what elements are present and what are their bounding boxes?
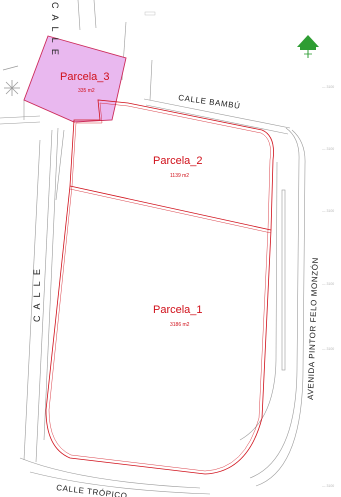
street-avenida: AVENIDA PINTOR FELO MONZÓN xyxy=(306,257,320,400)
parcela-2-name: Parcela_2 xyxy=(153,155,203,167)
parcela-1-area-label: 3186 m2 xyxy=(170,322,190,328)
parcela-2-area-label: 1139 m2 xyxy=(170,173,189,179)
parcela-3-area-label: 335 m2 xyxy=(78,88,95,94)
north-arrow-icon xyxy=(297,35,319,58)
margin-tick: — 3100 xyxy=(322,147,334,151)
parcel-divider xyxy=(69,185,272,231)
street-calle-top: C A L L E xyxy=(50,2,60,57)
parcela-3-name: Parcela_3 xyxy=(60,71,110,83)
parcela-1-2-boundary[interactable] xyxy=(45,99,274,475)
top-marker xyxy=(144,11,156,16)
street-calle-bambu: CALLE BAMBÚ xyxy=(178,93,241,111)
street-calle-tropico: CALLE TRÓPICO xyxy=(56,483,128,497)
street-calle-left: C A L L E xyxy=(32,267,42,322)
street-linework xyxy=(0,0,306,495)
margin-tick: — 3100 xyxy=(322,282,334,286)
margin-tick: — 3100 xyxy=(322,85,334,89)
margin-tick: — 3100 xyxy=(322,484,334,488)
parcela-1-2-inner-line xyxy=(48,102,271,472)
parcela-1-name: Parcela_1 xyxy=(153,304,203,316)
margin-tick: — 3100 xyxy=(322,347,334,351)
tree-icon xyxy=(2,65,20,96)
margin-tick: — 3100 xyxy=(322,209,334,213)
